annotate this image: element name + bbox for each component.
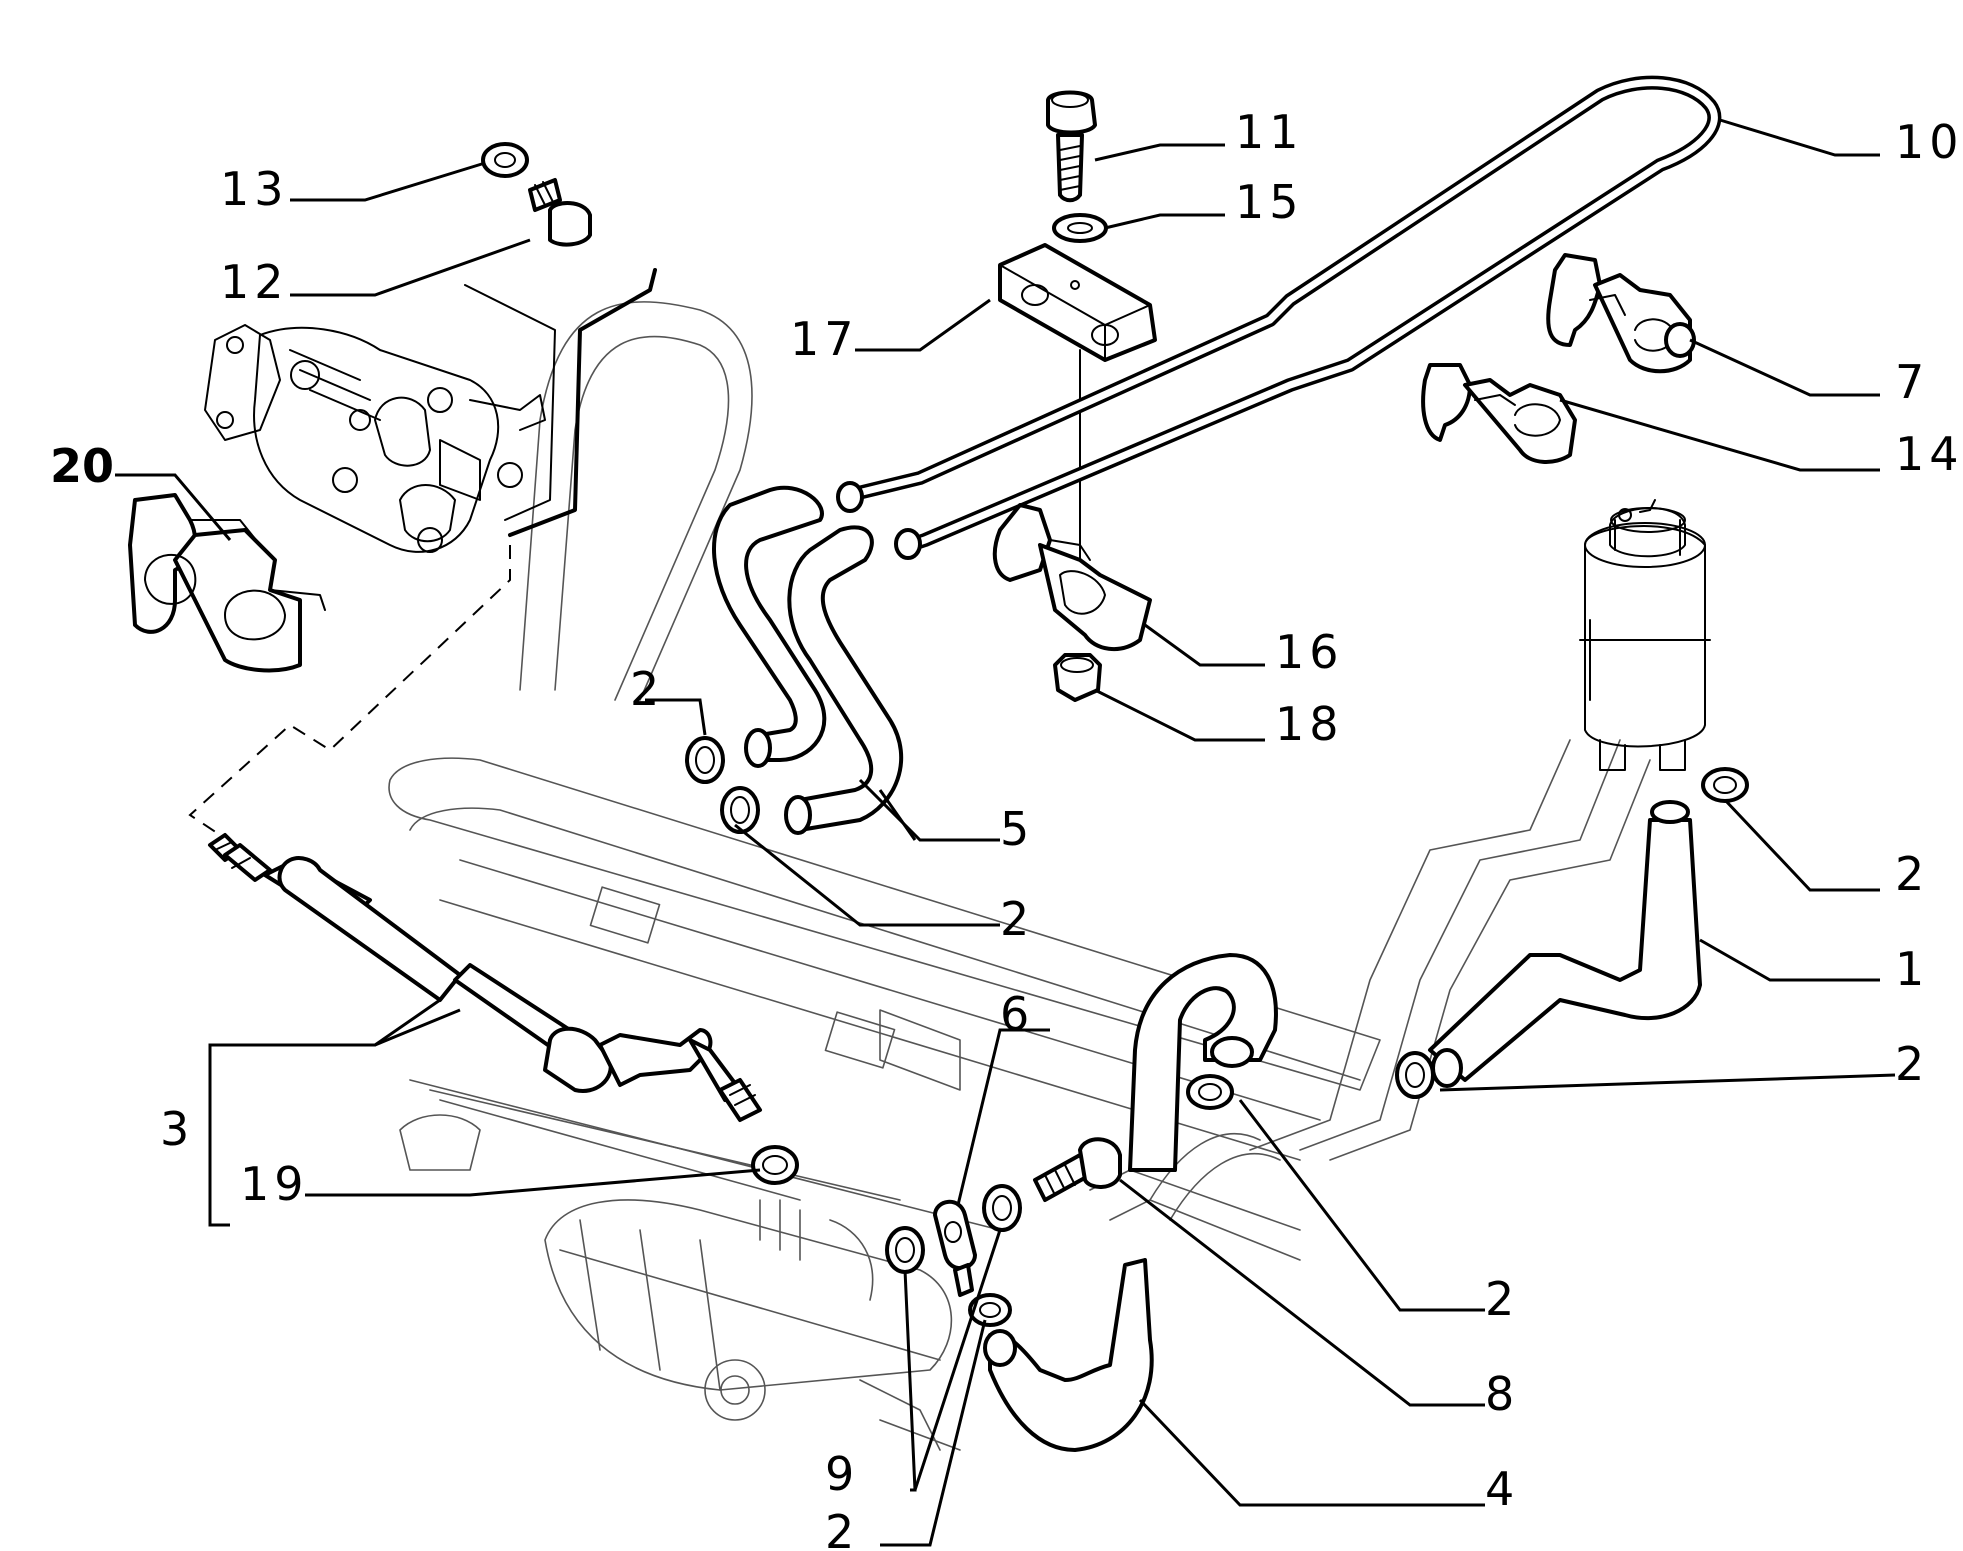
part-14-double-clip <box>1421 363 1577 464</box>
part-20-double-clamp <box>128 493 326 673</box>
part-5-hoses <box>712 485 904 835</box>
part-9-washer <box>885 1226 925 1274</box>
part-17-bracket-plate <box>998 243 1157 561</box>
leader-lines <box>115 118 1896 1547</box>
label-7: 7 <box>1895 355 1929 409</box>
label-18: 18 <box>1275 697 1344 751</box>
part-4-return-hose <box>983 1258 1154 1452</box>
part-19-seal-ring <box>751 1145 799 1185</box>
part-18-nut <box>1053 653 1102 702</box>
part-1-reservoir-hose <box>1428 800 1702 1088</box>
part-2-hose-clamp <box>1186 1074 1234 1110</box>
label-4: 4 <box>1485 1462 1519 1516</box>
label-2a: 2 <box>630 662 664 716</box>
part-6-banjo-fitting <box>933 1199 977 1297</box>
label-1: 1 <box>1895 942 1929 996</box>
label-2d: 2 <box>1895 1037 1929 1091</box>
label-2c: 2 <box>1895 847 1929 901</box>
label-3: 3 <box>160 1102 194 1156</box>
part-2-hose-clamp <box>720 786 760 834</box>
part-16-pipe-clip <box>992 503 1152 652</box>
part-7-double-clip <box>1546 253 1696 374</box>
fluid-reservoir <box>1579 499 1711 771</box>
label-17: 17 <box>790 312 859 366</box>
part-11-bolt <box>1046 90 1097 203</box>
part-4-upper-hose <box>1128 953 1278 1172</box>
part-labels: 13 12 20 17 11 15 10 7 14 16 18 2 5 2 2 … <box>50 105 1963 1551</box>
label-2f: 2 <box>825 1505 859 1551</box>
part-10-pipes <box>836 75 1722 560</box>
label-20: 20 <box>50 439 114 493</box>
part-3-pressure-hose <box>208 833 762 1122</box>
label-19: 19 <box>240 1157 309 1211</box>
label-10: 10 <box>1895 115 1963 169</box>
label-9: 9 <box>825 1447 859 1501</box>
part-2-hose-clamp <box>1701 767 1749 803</box>
label-15: 15 <box>1235 175 1304 229</box>
label-6: 6 <box>1000 987 1034 1041</box>
label-11: 11 <box>1235 105 1304 159</box>
part-13-washer <box>481 142 529 178</box>
label-2e: 2 <box>1485 1272 1519 1326</box>
part-2-hose-clamp <box>1395 1051 1435 1099</box>
label-12: 12 <box>220 255 289 309</box>
pump-bracket-lines <box>464 268 657 537</box>
part-2-hose-clamp <box>968 1293 1012 1327</box>
dashed-assembly-lines <box>188 545 511 836</box>
label-13: 13 <box>220 162 289 216</box>
part-2-hose-clamp <box>685 736 725 784</box>
label-14: 14 <box>1895 427 1963 481</box>
label-5: 5 <box>1000 802 1034 856</box>
part-12-union-fitting <box>528 178 592 247</box>
label-8: 8 <box>1485 1367 1519 1421</box>
label-16: 16 <box>1275 625 1344 679</box>
background-context-lines <box>388 301 1651 1451</box>
power-steering-pump <box>204 324 546 553</box>
part-8-banjo-bolt <box>1033 1137 1122 1202</box>
part-15-washer <box>1052 213 1108 243</box>
label-2b: 2 <box>1000 892 1034 946</box>
part-9-washer <box>982 1184 1022 1232</box>
